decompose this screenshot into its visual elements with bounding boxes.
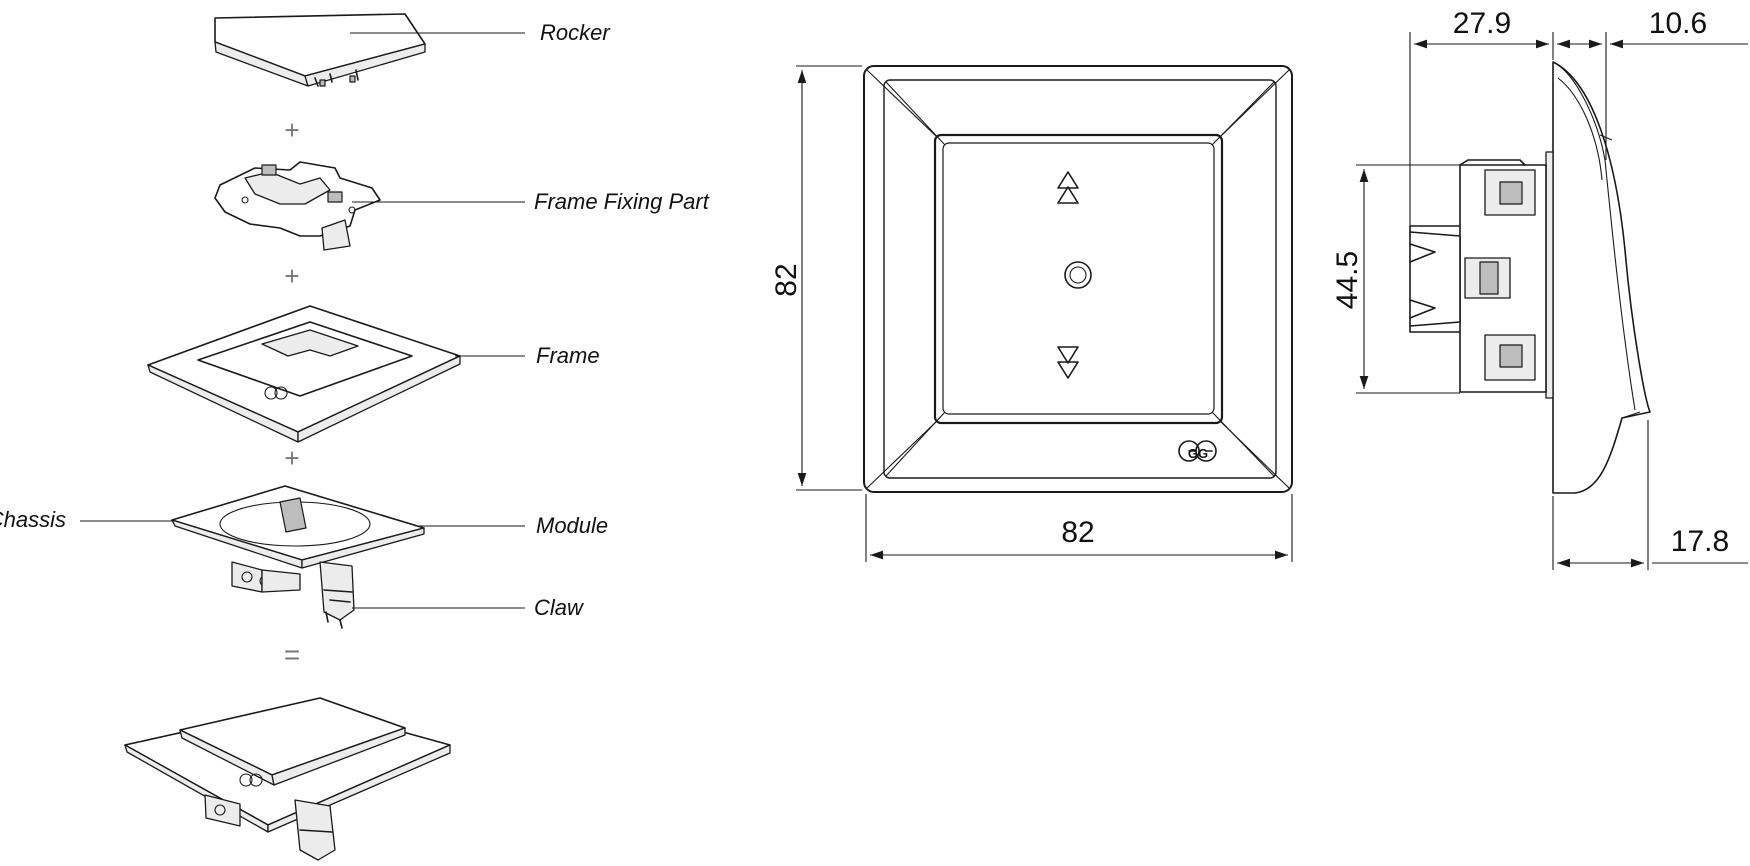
claw-label: Claw — [534, 595, 585, 620]
exploded-view: Rocker + Frame Fixing Part + — [0, 13, 710, 861]
stop-circle-icon — [1064, 261, 1092, 289]
side-depth-back-dimension: 27.9 — [1453, 7, 1511, 40]
front-logo-text: GG — [1188, 446, 1208, 461]
plus-sign-1: + — [284, 115, 299, 145]
frame-gg-logo — [264, 386, 288, 400]
side-depth-front-dimension: 10.6 — [1649, 7, 1707, 40]
down-double-arrow-icon — [1057, 346, 1079, 379]
rocker-part — [214, 13, 426, 87]
side-module-height-dimension: 44.5 — [1331, 251, 1364, 309]
plus-sign-3: + — [284, 443, 299, 473]
up-double-arrow-icon — [1057, 171, 1079, 204]
plus-sign-2: + — [284, 261, 299, 291]
front-gg-logo — [1178, 440, 1217, 462]
equals-sign: = — [284, 639, 300, 670]
frame-fixing-part — [214, 161, 381, 251]
chassis-label: Chassis — [0, 507, 66, 532]
rocker-label: Rocker — [540, 20, 611, 45]
frame-fixing-part-label: Frame Fixing Part — [534, 189, 710, 214]
front-height-dimension: 82 — [770, 263, 803, 296]
side-rocker-depth-dimension: 17.8 — [1671, 525, 1729, 558]
assembled-gg-logo — [239, 773, 263, 787]
assembled-switch — [124, 697, 451, 861]
frame-label: Frame — [536, 343, 600, 368]
front-view: GG 82 82 — [770, 65, 1293, 562]
front-width-dimension: 82 — [1061, 516, 1094, 549]
frame-part — [147, 305, 461, 443]
side-view: 27.9 10.6 44.5 17.8 — [1331, 7, 1748, 570]
module-label: Module — [536, 513, 608, 538]
chassis-module-assembly — [171, 485, 425, 629]
